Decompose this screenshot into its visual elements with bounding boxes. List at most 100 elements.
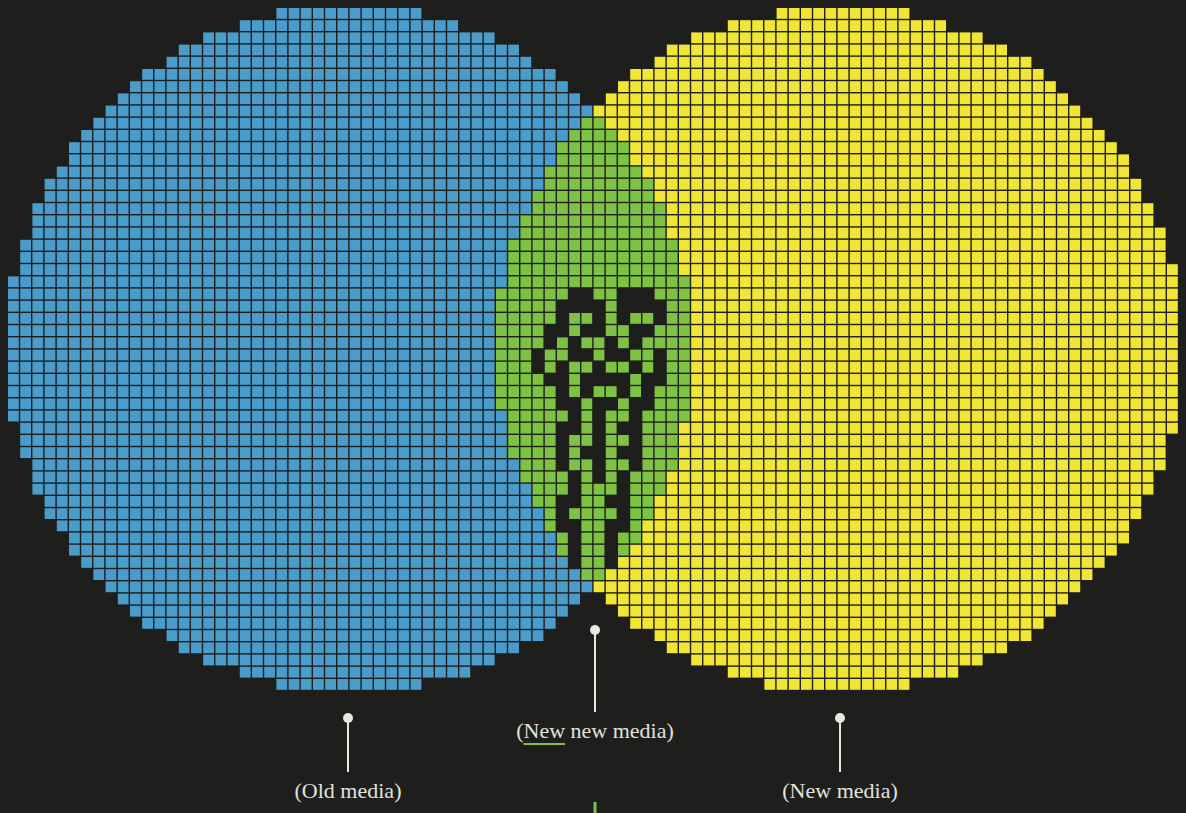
grid-cell xyxy=(32,289,43,300)
grid-cell xyxy=(203,81,214,92)
grid-cell xyxy=(777,81,788,92)
grid-cell xyxy=(215,215,226,226)
grid-cell xyxy=(703,240,714,251)
grid-cell xyxy=(240,240,251,251)
grid-cell xyxy=(716,191,727,202)
grid-cell xyxy=(789,179,800,190)
grid-cell xyxy=(264,264,275,275)
grid-cell xyxy=(179,130,190,141)
grid-cell xyxy=(289,45,300,56)
grid-cell xyxy=(801,142,812,153)
grid-cell xyxy=(545,276,556,287)
grid-cell xyxy=(520,203,531,214)
grid-cell xyxy=(93,179,104,190)
grid-cell xyxy=(801,301,812,312)
grid-cell xyxy=(1021,106,1032,117)
grid-cell xyxy=(716,57,727,68)
grid-cell xyxy=(764,276,775,287)
grid-cell xyxy=(337,313,348,324)
grid-cell xyxy=(81,215,92,226)
grid-cell xyxy=(313,179,324,190)
grid-cell xyxy=(472,93,483,104)
grid-cell xyxy=(130,93,141,104)
grid-cell xyxy=(167,167,178,178)
grid-cell xyxy=(1094,167,1105,178)
grid-cell xyxy=(850,167,861,178)
grid-cell xyxy=(69,215,80,226)
grid-cell xyxy=(764,154,775,165)
grid-cell xyxy=(947,81,958,92)
grid-cell xyxy=(655,215,666,226)
grid-cell xyxy=(240,154,251,165)
grid-cell xyxy=(740,252,751,263)
grid-cell xyxy=(813,81,824,92)
grid-cell xyxy=(337,130,348,141)
grid-cell xyxy=(862,130,873,141)
grid-cell xyxy=(228,301,239,312)
grid-cell xyxy=(142,154,153,165)
grid-cell xyxy=(972,69,983,80)
grid-cell xyxy=(32,301,43,312)
grid-cell xyxy=(728,252,739,263)
grid-cell xyxy=(203,264,214,275)
grid-cell xyxy=(862,45,873,56)
grid-cell xyxy=(996,142,1007,153)
grid-cell xyxy=(301,8,312,19)
grid-cell xyxy=(276,8,287,19)
grid-cell xyxy=(484,264,495,275)
grid-cell xyxy=(703,167,714,178)
grid-cell xyxy=(57,240,68,251)
grid-cell xyxy=(154,81,165,92)
grid-cell xyxy=(862,264,873,275)
grid-cell xyxy=(325,313,336,324)
grid-cell xyxy=(32,276,43,287)
grid-cell xyxy=(32,228,43,239)
grid-cell xyxy=(411,167,422,178)
grid-cell xyxy=(545,93,556,104)
grid-cell xyxy=(191,118,202,129)
grid-cell xyxy=(191,93,202,104)
grid-cell xyxy=(850,154,861,165)
grid-cell xyxy=(350,167,361,178)
grid-cell xyxy=(191,313,202,324)
grid-cell xyxy=(801,228,812,239)
grid-cell xyxy=(301,106,312,117)
grid-cell xyxy=(289,142,300,153)
grid-cell xyxy=(374,57,385,68)
grid-cell xyxy=(252,240,263,251)
grid-cell xyxy=(825,289,836,300)
grid-cell xyxy=(886,45,897,56)
grid-cell xyxy=(93,276,104,287)
grid-cell xyxy=(289,118,300,129)
grid-cell xyxy=(228,179,239,190)
grid-cell xyxy=(264,313,275,324)
grid-cell xyxy=(642,240,653,251)
grid-cell xyxy=(69,240,80,251)
grid-cell xyxy=(923,301,934,312)
grid-cell xyxy=(435,301,446,312)
grid-cell xyxy=(1057,289,1068,300)
grid-cell xyxy=(667,191,678,202)
grid-cell xyxy=(32,264,43,275)
grid-cell xyxy=(886,289,897,300)
grid-cell xyxy=(313,276,324,287)
grid-cell xyxy=(1008,276,1019,287)
grid-cell xyxy=(215,264,226,275)
grid-cell xyxy=(1008,191,1019,202)
grid-cell xyxy=(838,252,849,263)
grid-cell xyxy=(569,118,580,129)
grid-cell xyxy=(374,69,385,80)
grid-cell xyxy=(325,8,336,19)
grid-cell xyxy=(93,252,104,263)
grid-cell xyxy=(154,118,165,129)
grid-cell xyxy=(752,276,763,287)
grid-cell xyxy=(496,57,507,68)
grid-cell xyxy=(984,93,995,104)
grid-cell xyxy=(740,45,751,56)
grid-cell xyxy=(606,130,617,141)
grid-cell xyxy=(911,215,922,226)
grid-cell xyxy=(1045,106,1056,117)
grid-cell xyxy=(1057,106,1068,117)
grid-cell xyxy=(764,215,775,226)
grid-cell xyxy=(862,81,873,92)
